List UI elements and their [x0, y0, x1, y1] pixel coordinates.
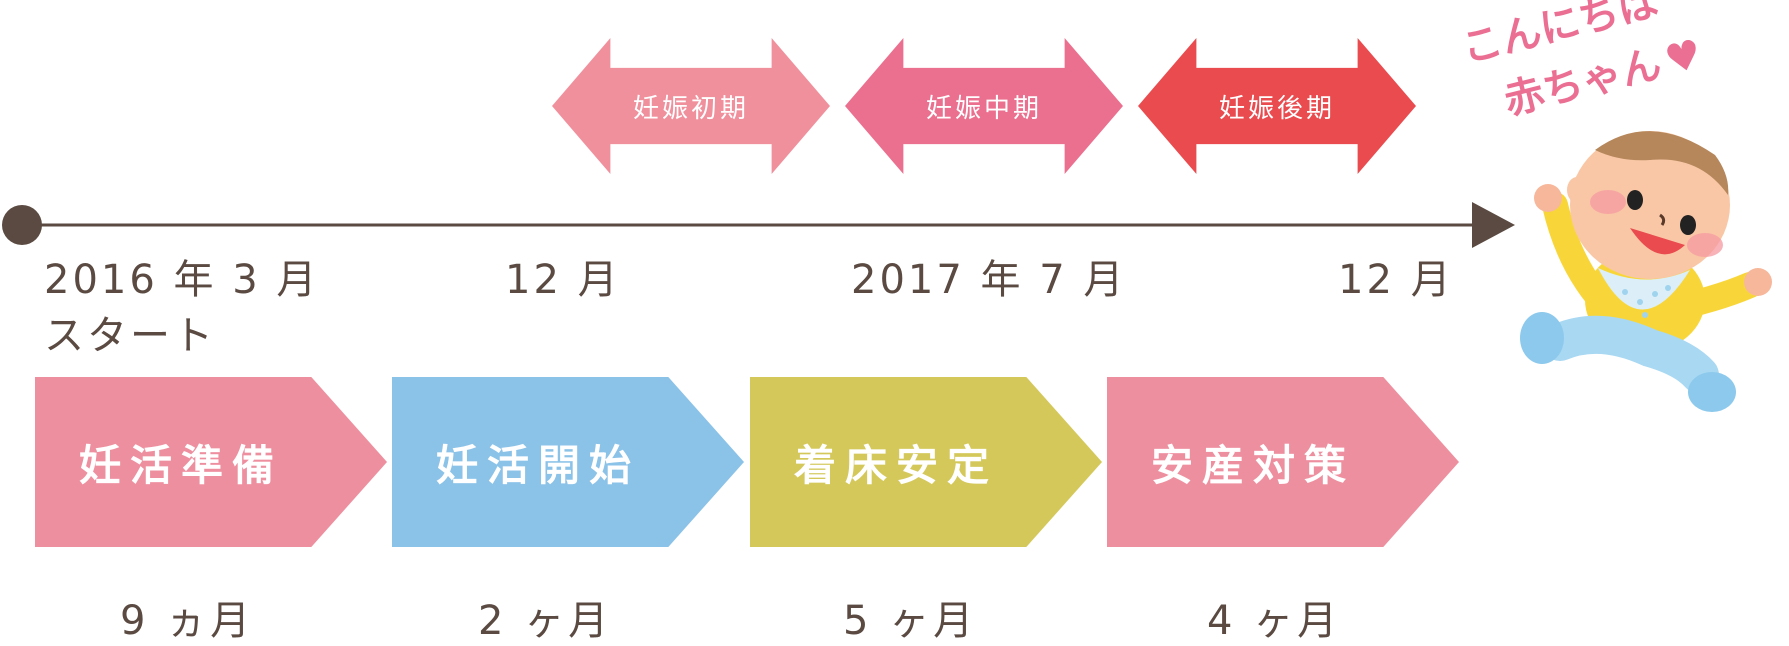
- stage-block-start: 妊活開始: [392, 377, 744, 547]
- period-arrow-late: 妊娠後期: [1138, 38, 1416, 174]
- baby-illustration: [1520, 131, 1772, 412]
- baby-nose: [1659, 213, 1666, 226]
- baby-ear: [1567, 177, 1587, 203]
- stage-duration: 9 ヵ月: [120, 598, 255, 644]
- baby-mouth: [1630, 228, 1685, 255]
- baby-eye-right: [1680, 215, 1696, 235]
- stage-duration: 2 ヶ月: [478, 598, 613, 644]
- stage-label: 妊活準備: [78, 440, 283, 490]
- date-label-start: 2016 年 3 月 スタート: [44, 257, 320, 359]
- baby-hair: [1595, 131, 1729, 195]
- period-arrow-middle: 妊娠中期: [845, 38, 1123, 174]
- date-label-2016-12: 12 月: [505, 257, 621, 303]
- baby-foot-left: [1520, 312, 1564, 364]
- baby-cheek-right: [1687, 233, 1723, 257]
- heart-icon: ♥: [1660, 30, 1707, 85]
- stage-label: 妊活開始: [435, 440, 640, 490]
- period-label: 妊娠中期: [925, 93, 1042, 124]
- stage-block-birth: 安産対策: [1107, 377, 1459, 547]
- baby-eye-left: [1627, 190, 1643, 210]
- stage-label: 着床安定: [793, 440, 998, 490]
- stage-block-implant: 着床安定: [750, 377, 1102, 547]
- timeline-arrowhead: [1472, 202, 1515, 248]
- stage-duration: 4 ヶ月: [1207, 598, 1342, 644]
- stage-block-prep: 妊活準備: [35, 377, 387, 547]
- stage-duration: 5 ヶ月: [843, 598, 978, 644]
- baby-hand-left: [1534, 184, 1562, 212]
- timeline-arrow: [2, 202, 1515, 248]
- date-label-2017-07: 2017 年 7 月: [851, 257, 1127, 303]
- baby-legs: [1541, 315, 1719, 394]
- baby-bib: [1598, 268, 1690, 310]
- stage-label: 安産対策: [1150, 440, 1355, 490]
- baby-cheek-left: [1590, 190, 1626, 214]
- period-label: 妊娠後期: [1218, 93, 1335, 124]
- period-arrow-early: 妊娠初期: [552, 38, 830, 174]
- date-label-2017-12: 12 月: [1338, 257, 1454, 303]
- period-label: 妊娠初期: [632, 93, 749, 124]
- baby-hand-right: [1744, 268, 1772, 296]
- baby-foot-right: [1688, 372, 1736, 412]
